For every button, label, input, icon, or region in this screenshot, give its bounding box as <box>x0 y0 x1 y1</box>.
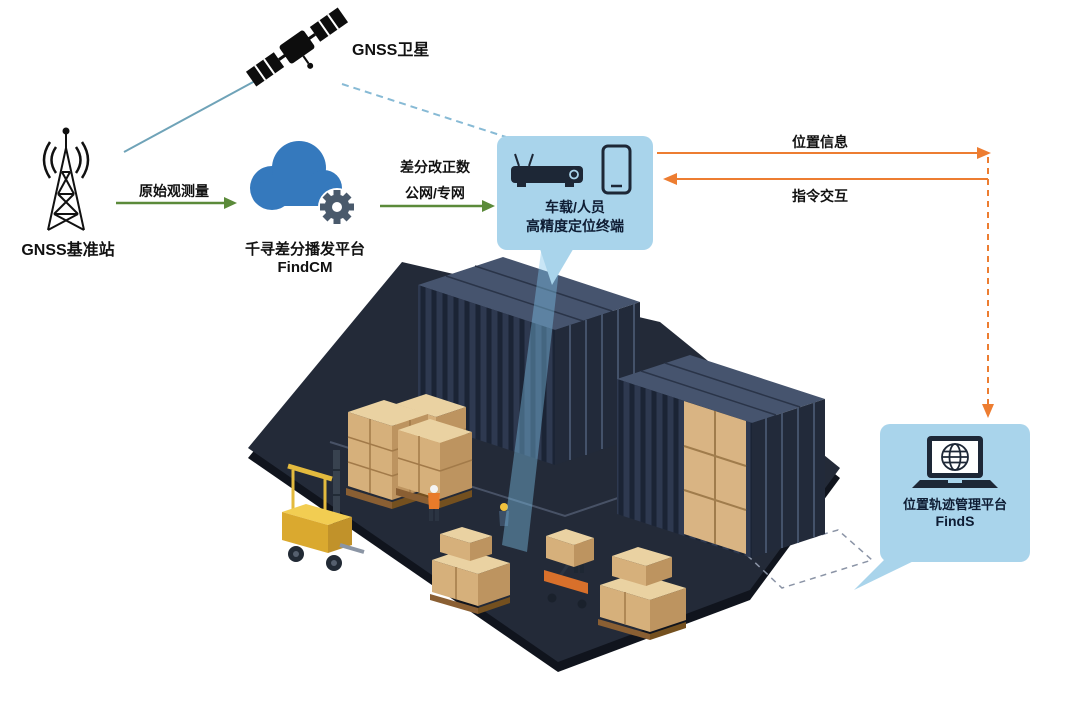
base-station-label: GNSS基准站 <box>21 242 115 259</box>
laptop-globe-icon <box>912 436 998 488</box>
base-station-icon <box>42 127 90 231</box>
satellite-label: GNSS卫星 <box>352 42 430 59</box>
warehouse-scene <box>248 257 874 672</box>
worker-1 <box>428 485 440 521</box>
box-cluster-center <box>430 527 510 614</box>
command-interaction-label: 指令交互 <box>792 188 848 204</box>
location-info-arrow <box>657 147 991 159</box>
container-2 <box>617 355 825 558</box>
satellite-to-base-line <box>123 73 269 153</box>
management-platform-name: 位置轨迹管理平台 <box>902 497 1007 512</box>
forklift <box>282 450 365 571</box>
location-info-label: 位置信息 <box>792 134 848 150</box>
container-door-rods <box>765 402 815 553</box>
terminal-label-line1: 车载/人员 <box>545 199 605 215</box>
box-cluster-right <box>598 547 686 640</box>
terminal-label-line2: 高精度定位终端 <box>526 218 624 234</box>
phone-icon <box>601 144 632 195</box>
command-interaction-arrow <box>663 173 988 185</box>
correction-label-line1: 差分改正数 <box>400 159 470 175</box>
cloud-platform-name: 千寻差分播发平台 <box>244 241 365 258</box>
cloud-platform-icon <box>250 141 356 226</box>
worker-2 <box>499 503 509 538</box>
container-door-rods <box>569 304 635 460</box>
correction-data-arrow <box>380 200 495 212</box>
gear-icon <box>320 190 354 224</box>
correction-label-line2: 公网/专网 <box>405 185 465 201</box>
satellite-to-terminal-dashed-line <box>341 83 507 138</box>
terminal-icons <box>511 144 632 195</box>
orange-dashed-down-arrow <box>982 157 994 418</box>
gnss-satellite-icon <box>245 7 349 87</box>
terminal-bubble-tail <box>539 246 575 285</box>
finds-bubble-tail <box>854 558 920 590</box>
management-platform-product: FindS <box>935 513 975 529</box>
cloud-platform-product: FindCM <box>277 259 333 276</box>
pallet-stack-right <box>396 419 473 508</box>
raw-observation-label: 原始观测量 <box>139 183 209 199</box>
container-1 <box>418 257 640 465</box>
pallet-jack <box>544 529 594 609</box>
positioning-beam <box>502 252 561 552</box>
raw-observation-arrow <box>116 197 237 209</box>
vehicle-terminal-icon <box>511 153 583 187</box>
terminal-node: 车载/人员 高精度定位终端 <box>497 136 653 250</box>
management-platform-node: 位置轨迹管理平台 FindS <box>880 424 1030 562</box>
globe-icon <box>941 443 969 471</box>
